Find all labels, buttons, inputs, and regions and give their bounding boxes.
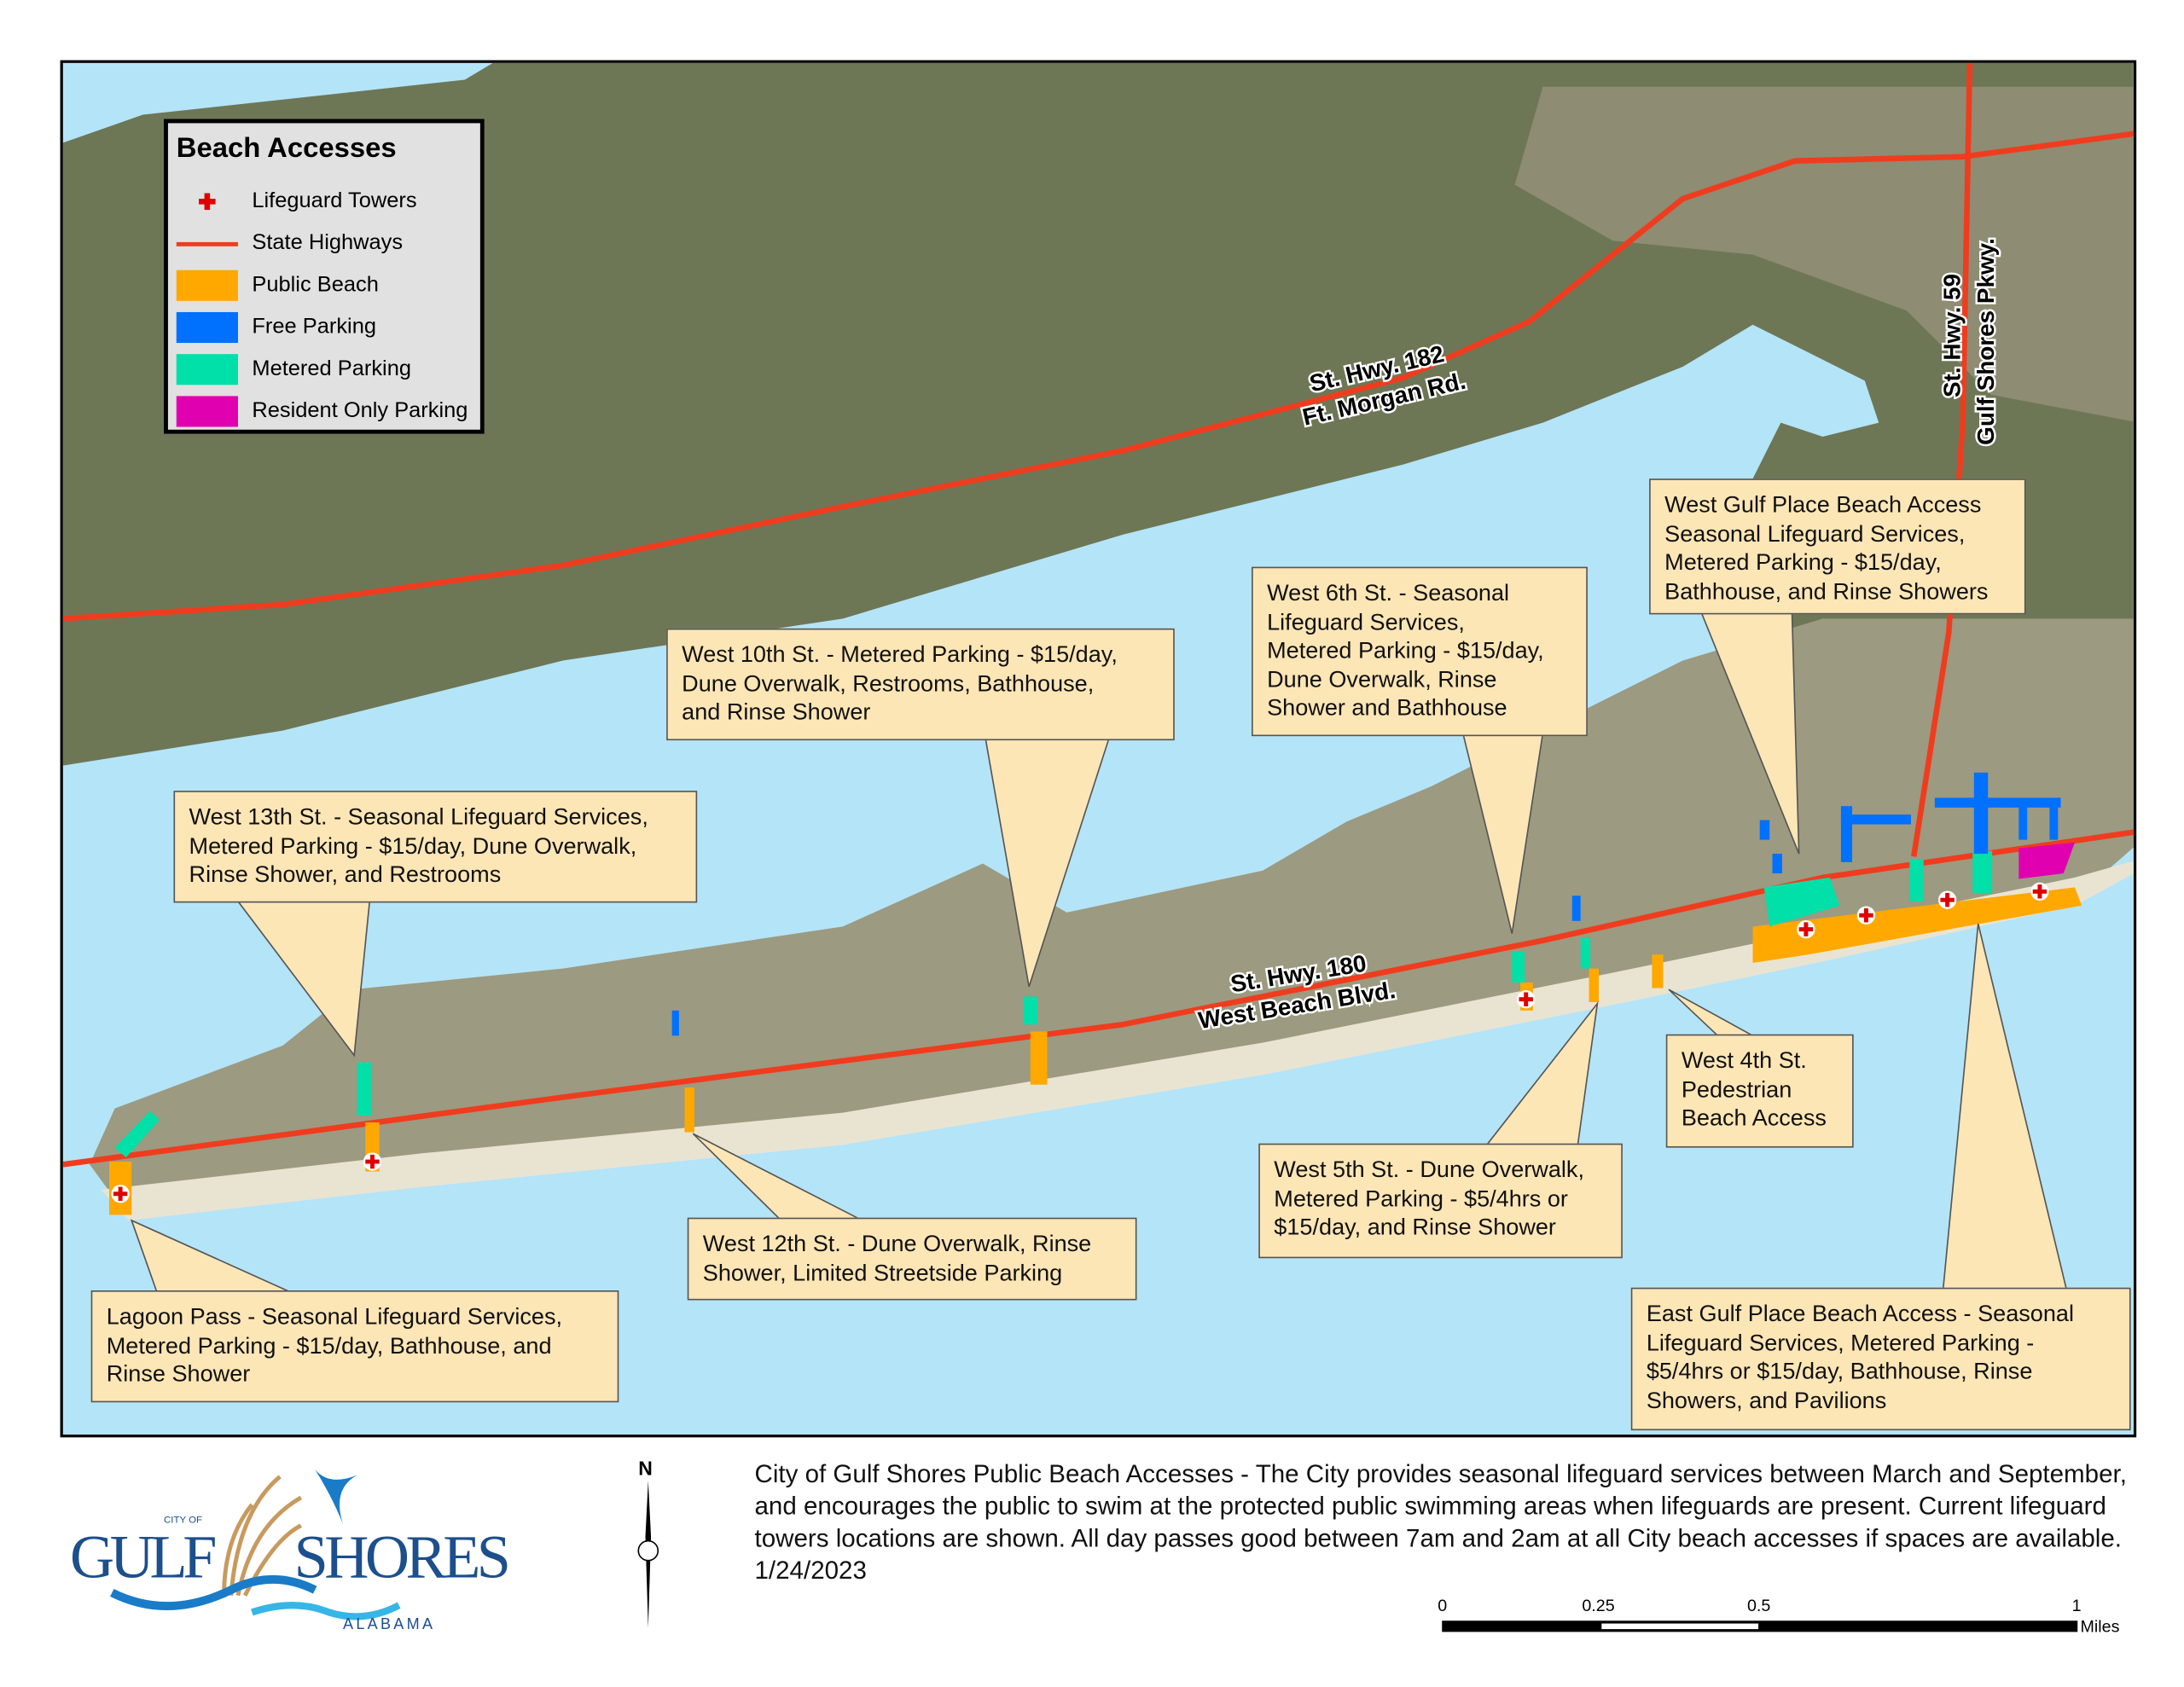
metered-parking[interactable]	[1580, 937, 1591, 969]
legend-item-lifeguard-towers: Lifeguard Towers	[177, 186, 417, 217]
legend: Beach Accesses Lifeguard Towers State Hi…	[163, 119, 485, 434]
logo-gulf: GULF	[70, 1522, 217, 1591]
map-description: City of Gulf Shores Public Beach Accesse…	[754, 1459, 2127, 1585]
metered-parking[interactable]	[1972, 850, 1993, 893]
logo-graphic: CITY OF GULF SHORES ALABAMA	[70, 1470, 511, 1632]
metered-parking[interactable]	[1763, 877, 1840, 927]
beach-sand	[101, 861, 2134, 1220]
highway-59-label: St. Hwy. 59	[1938, 274, 1965, 397]
map-frame[interactable]: St. Hwy. 182 Ft. Morgan Rd. St. Hwy. 180…	[60, 60, 2137, 1438]
swatch-resident-only	[176, 396, 238, 427]
legend-item-state-highways: State Highways	[176, 228, 404, 258]
barrier-island	[90, 618, 2134, 1218]
lifeguard-tower-icon[interactable]	[2030, 882, 2049, 901]
scale-tick-label: 1	[2071, 1595, 2082, 1615]
resident-only-parking[interactable]	[2018, 842, 2075, 879]
highway-line-icon	[176, 228, 238, 258]
free-parking[interactable]	[2049, 800, 2059, 840]
public-beach[interactable]	[1652, 954, 1664, 988]
lifeguard-tower-icon[interactable]	[111, 1185, 130, 1203]
legend-label: Lifeguard Towers	[252, 188, 417, 213]
map-canvas[interactable]: St. Hwy. 182 Ft. Morgan Rd. St. Hwy. 180…	[62, 62, 2136, 1437]
free-parking[interactable]	[1571, 896, 1581, 921]
free-parking[interactable]	[1759, 820, 1770, 840]
lifeguard-tower-icon[interactable]	[1937, 890, 1957, 909]
metered-parking[interactable]	[114, 1110, 160, 1158]
scale-tick-label: 0.25	[1582, 1595, 1615, 1615]
free-parking[interactable]	[671, 1010, 679, 1036]
callout-west-13th[interactable]: West 13th St. - Seasonal Lifeguard Servi…	[173, 791, 698, 903]
mainland-developed	[1514, 86, 2134, 422]
legend-label: State Highways	[252, 230, 404, 255]
callout-west-10th[interactable]: West 10th St. - Metered Parking - $15/da…	[666, 628, 1175, 741]
mainland	[62, 62, 2134, 857]
north-arrow-label: N	[638, 1458, 653, 1480]
public-beach[interactable]	[684, 1087, 694, 1133]
legend-label: Free Parking	[252, 315, 376, 339]
legend-item-metered-parking: Metered Parking	[176, 354, 412, 386]
legend-label: Metered Parking	[252, 357, 412, 381]
callout-lagoon-pass[interactable]: Lagoon Pass - Seasonal Lifeguard Service…	[90, 1290, 619, 1403]
scale-tick-label: 0	[1438, 1595, 1448, 1615]
lifeguard-tower-icon[interactable]	[1856, 906, 1876, 925]
free-parking-areas	[671, 772, 2061, 1036]
legend-title: Beach Accesses	[176, 132, 397, 164]
callout-west-4th[interactable]: West 4th St. Pedestrian Beach Access	[1665, 1034, 1854, 1148]
public-beach[interactable]	[1030, 1031, 1048, 1085]
public-beach[interactable]	[1589, 968, 1600, 1002]
swatch-metered-parking	[176, 354, 238, 386]
logo-alabama: ALABAMA	[343, 1615, 435, 1632]
scale-bar-graphic	[1442, 1620, 2078, 1632]
logo-city-of: CITY OF	[164, 1515, 202, 1525]
callout-west-gulf-place[interactable]: West Gulf Place Beach Access Seasonal Li…	[1649, 478, 2026, 615]
north-arrow: N	[637, 1458, 659, 1628]
metered-parking[interactable]	[1909, 859, 1924, 901]
metered-parking-areas	[114, 850, 1993, 1158]
free-parking[interactable]	[1973, 772, 1989, 855]
callout-west-12th[interactable]: West 12th St. - Dune Overwalk, Rinse Sho…	[687, 1217, 1137, 1301]
metered-parking[interactable]	[1023, 996, 1037, 1025]
lifeguard-tower-icon[interactable]	[1517, 990, 1536, 1009]
free-parking[interactable]	[1772, 854, 1782, 873]
legend-item-public-beach: Public Beach	[176, 270, 379, 301]
swatch-free-parking	[176, 311, 238, 344]
metered-parking[interactable]	[357, 1062, 371, 1116]
highway-182[interactable]	[62, 130, 2136, 622]
scale-unit: Miles	[2080, 1616, 2120, 1637]
logo-shores: SHORES	[294, 1522, 511, 1591]
scale-tick-label: 0.5	[1746, 1595, 1771, 1615]
metered-parking[interactable]	[1512, 951, 1525, 983]
callout-west-6th[interactable]: West 6th St. - Seasonal Lifeguard Servic…	[1252, 566, 1588, 737]
free-parking[interactable]	[1840, 815, 1911, 825]
free-parking[interactable]	[1934, 797, 2061, 808]
lifeguard-tower-icon[interactable]	[1797, 919, 1815, 939]
free-parking[interactable]	[2018, 800, 2028, 840]
callout-pointers	[130, 611, 2068, 1293]
gulf-shores-logo: CITY OF GULF SHORES ALABAMA	[70, 1456, 532, 1638]
legend-label: Public Beach	[252, 272, 379, 297]
callout-west-5th[interactable]: West 5th St. - Dune Overwalk, Metered Pa…	[1258, 1143, 1623, 1259]
public-beach[interactable]	[1752, 887, 2082, 964]
lifeguard-tower-icon[interactable]	[363, 1152, 382, 1171]
legend-label: Resident Only Parking	[252, 398, 468, 423]
legend-item-free-parking: Free Parking	[176, 311, 376, 344]
callout-east-gulf-place[interactable]: East Gulf Place Beach Access - Seasonal …	[1630, 1287, 2131, 1431]
highway-180[interactable]	[62, 829, 2136, 1168]
legend-item-resident-only-parking: Resident Only Parking	[176, 396, 468, 427]
highway-59-alt-label: Gulf Shores Pkwy.	[1972, 238, 1999, 445]
red-cross-icon	[177, 186, 238, 217]
swatch-public-beach	[176, 270, 238, 301]
pelican-icon	[315, 1470, 357, 1525]
